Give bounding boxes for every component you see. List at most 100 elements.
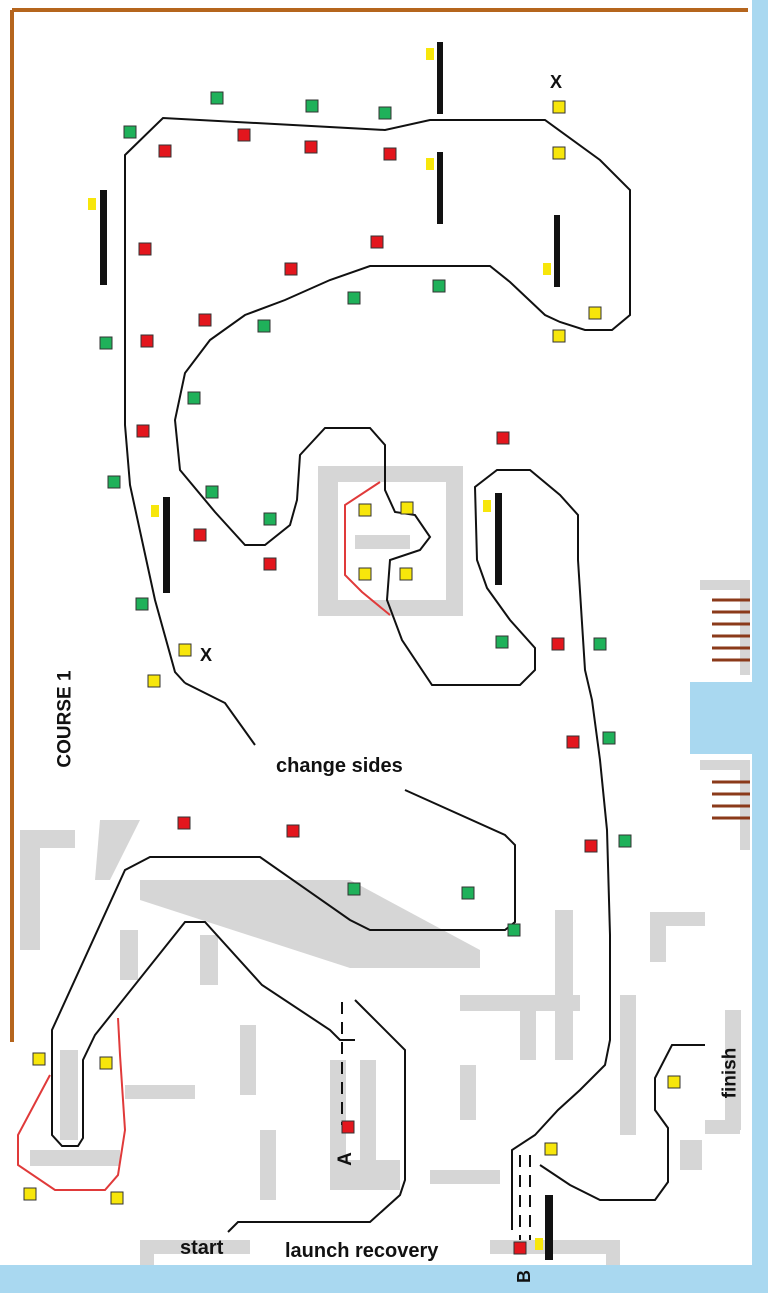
red-marker [513,1241,527,1255]
pad-block [120,930,138,980]
pad-block [140,1240,250,1254]
pad-block [30,1150,120,1166]
green-markers [99,91,632,937]
pad-block [360,1060,376,1190]
dashed-lines [341,1002,531,1240]
red-marker [383,147,397,161]
label-finish: finish [719,1047,741,1099]
red-marker [304,140,318,154]
green-marker [263,512,277,526]
pad-block [140,880,480,968]
pad-block [318,466,463,482]
green-marker [305,99,319,113]
label-launch-recovery: launch recovery [285,1240,439,1262]
pad-block [240,1025,256,1095]
red-marker [138,242,152,256]
gate-bar [554,215,560,287]
yellow-marker [588,306,602,320]
yellow-marker [358,567,372,581]
label-start: start [180,1237,224,1259]
pad-block [60,1050,78,1140]
pad-block [700,580,750,590]
red-marker [286,824,300,838]
flag-icon [426,48,434,60]
pad-block [200,935,218,985]
yellow-marker [552,329,566,343]
green-marker [602,731,616,745]
change-sides-line [184,682,256,746]
red-marker [370,235,384,249]
label-point-a: A [334,1152,356,1166]
course-line-loop [124,116,631,1230]
docks [712,598,750,820]
red-markers [136,128,598,1255]
red-marker [140,334,154,348]
yellow-marker [23,1187,37,1201]
red-marker [198,313,212,327]
green-marker [461,886,475,900]
red-marker [551,637,565,651]
green-marker [507,923,521,937]
yellow-marker [32,1052,46,1066]
pad-block [355,535,410,549]
label-change-sides: change sides [276,755,403,777]
label-course: COURSE 1 [54,670,76,768]
yellow-marker [147,674,161,688]
launch-recovery-line [227,999,406,1233]
red-marker [158,144,172,158]
yellow-marker [667,1075,681,1089]
green-marker [347,882,361,896]
red-marker [263,557,277,571]
red-marker [496,431,510,445]
green-marker [107,475,121,489]
yellow-marker [99,1056,113,1070]
gate-flags [88,48,551,1250]
pad-block [606,1240,620,1270]
green-marker [257,319,271,333]
water-inlet [690,682,768,754]
pad-block [430,1170,500,1184]
green-marker [378,106,392,120]
red-marker [136,424,150,438]
yellow-marker [552,100,566,114]
pad-block [95,820,140,880]
green-marker [99,336,113,350]
gate-bar [545,1195,553,1260]
yellow-marker [110,1191,124,1205]
boundary [10,8,748,1042]
label-point-b: B [514,1270,534,1283]
pad-block [680,1140,702,1170]
gate-bar [437,152,443,224]
red-marker [584,839,598,853]
red-marker [177,816,191,830]
green-marker [432,279,446,293]
pad-block [20,830,75,848]
pad-block [650,912,666,962]
flag-icon [483,500,491,512]
gate-bar [163,497,170,593]
flag-icon [151,505,159,517]
pad-block [460,995,580,1011]
green-marker [618,834,632,848]
flag-icon [426,158,434,170]
alt-route-left [17,1017,127,1191]
green-marker [205,485,219,499]
alt-route-center [344,481,391,616]
red-marker [341,1120,355,1134]
yellow-marker [400,501,414,515]
pad-block [20,830,40,950]
yellow-marker [178,643,192,657]
gate-bar [100,190,107,285]
pad-block [318,466,338,616]
green-marker [123,125,137,139]
red-marker [193,528,207,542]
gate-bar [495,493,502,585]
pad-block [460,1065,476,1120]
yellow-markers [23,100,681,1205]
pad-block [700,760,750,770]
pad-block [725,1010,741,1130]
flag-icon [88,198,96,210]
pad-block [555,910,573,1060]
